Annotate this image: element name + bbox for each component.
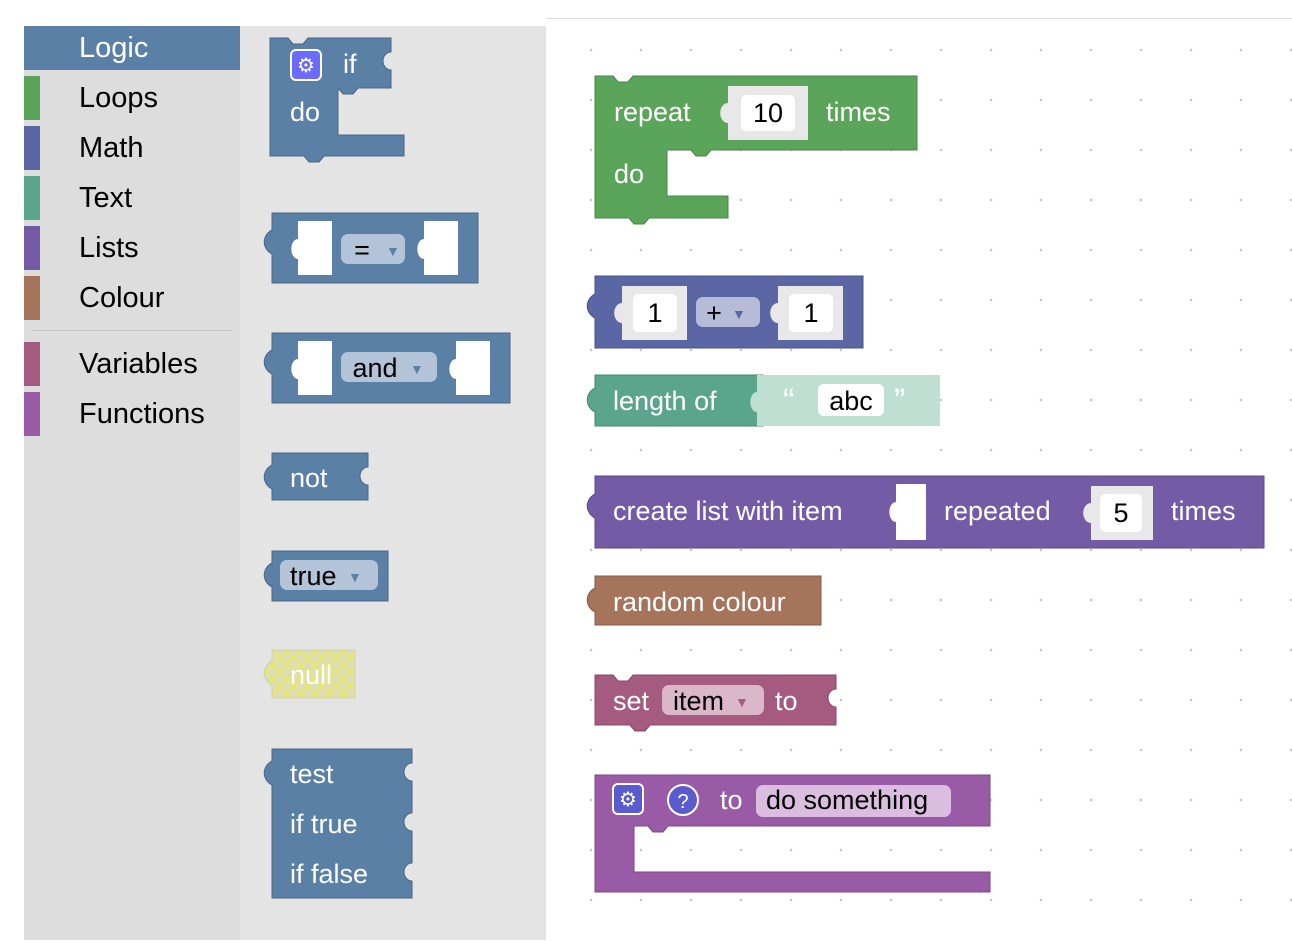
ternary-block[interactable]: test if true if false	[263, 748, 413, 899]
quote-icon: “	[783, 382, 794, 420]
not-label: not	[290, 463, 328, 493]
operator-value: and	[352, 353, 397, 383]
category-label: Math	[79, 132, 144, 164]
length-of-label: length of	[613, 386, 717, 416]
variable-value: item	[673, 686, 724, 716]
if-true-label: if true	[290, 809, 358, 839]
do-label: do	[614, 159, 644, 189]
times-label: times	[826, 97, 891, 127]
category-math[interactable]: Math	[24, 126, 240, 170]
operand-a: 1	[647, 298, 662, 328]
do-label: do	[290, 97, 320, 127]
test-label: test	[290, 759, 334, 789]
item-input-slot[interactable]	[889, 484, 926, 540]
operator-value: =	[354, 235, 370, 265]
boolean-value: true	[290, 561, 337, 591]
variable-set-block[interactable]: set item ▼ to	[594, 674, 837, 732]
random-colour-label: random colour	[613, 587, 786, 617]
repeat-block[interactable]: 10 repeat times do	[594, 75, 918, 225]
operator-dropdown[interactable]	[696, 297, 760, 327]
text-length-block[interactable]: length of “ abc ”	[586, 374, 940, 427]
category-text[interactable]: Text	[24, 176, 240, 220]
count-field[interactable]	[741, 95, 795, 131]
input-slot-right[interactable]	[449, 341, 490, 395]
count-field[interactable]	[1100, 494, 1142, 532]
category-loops[interactable]: Loops	[24, 76, 240, 120]
to-label: to	[775, 686, 798, 716]
create-list-label: create list with item	[613, 496, 843, 526]
category-color-swatch	[24, 76, 40, 120]
count-value: 5	[1113, 498, 1128, 528]
dropdown-arrow-icon: ▼	[348, 569, 362, 585]
variable-dropdown[interactable]	[662, 685, 764, 715]
null-label: null	[290, 660, 332, 690]
category-lists[interactable]: Lists	[24, 226, 240, 270]
dropdown-arrow-icon: ▼	[732, 306, 746, 322]
input-slot-right[interactable]	[417, 221, 458, 275]
category-color-swatch	[24, 126, 40, 170]
dropdown-arrow-icon: ▼	[410, 361, 424, 377]
quote-icon: ”	[894, 382, 905, 420]
if-label: if	[343, 49, 357, 79]
operator-dropdown[interactable]	[341, 234, 405, 264]
arithmetic-block[interactable]: 1 + ▼ 1	[586, 275, 864, 349]
input-slot-left[interactable]	[291, 221, 332, 275]
repeat-label: repeat	[614, 97, 691, 127]
gear-icon: ⚙	[619, 789, 637, 811]
operation-block[interactable]: and ▼	[263, 332, 511, 404]
category-label: Lists	[79, 232, 139, 264]
text-value: abc	[829, 386, 873, 416]
number-field-b[interactable]	[789, 294, 833, 332]
boolean-dropdown[interactable]	[280, 560, 378, 590]
random-colour-block[interactable]: random colour	[586, 575, 822, 626]
procedure-name-field[interactable]	[756, 785, 951, 817]
operand-b: 1	[803, 298, 818, 328]
category-color-swatch	[24, 226, 40, 270]
mutator-gear-icon[interactable]	[290, 49, 322, 81]
operator-value: +	[706, 298, 722, 328]
category-label: Functions	[79, 398, 205, 430]
help-icon: ?	[677, 791, 688, 813]
compare-block[interactable]: = ▼	[263, 212, 479, 284]
text-field[interactable]	[818, 384, 884, 416]
null-block[interactable]: null	[263, 649, 356, 699]
if-block[interactable]: ⚙ if do	[269, 37, 405, 163]
category-color-swatch	[24, 176, 40, 220]
dropdown-arrow-icon: ▼	[735, 694, 749, 710]
toolbox-separator	[32, 330, 232, 331]
dropdown-arrow-icon: ▼	[386, 243, 400, 259]
to-label: to	[720, 785, 743, 815]
category-color-swatch	[24, 392, 40, 436]
category-label: Loops	[79, 82, 159, 114]
category-logic[interactable]: Logic	[24, 26, 240, 70]
gear-icon: ⚙	[297, 55, 315, 77]
input-slot-left[interactable]	[291, 341, 332, 395]
category-color-swatch	[24, 276, 40, 320]
number-field-a[interactable]	[633, 294, 677, 332]
category-functions[interactable]: Functions	[24, 392, 240, 436]
category-variables[interactable]: Variables	[24, 342, 240, 386]
boolean-block[interactable]: true ▼	[263, 550, 389, 602]
set-label: set	[613, 686, 650, 716]
category-label: Logic	[79, 32, 149, 64]
category-label: Text	[79, 182, 133, 214]
negate-block[interactable]: not	[263, 452, 369, 501]
toolbox: Logic Loops Math Text Lists Colour Varia…	[24, 26, 240, 940]
category-label: Variables	[79, 348, 198, 380]
count-value: 10	[753, 98, 783, 128]
repeated-label: repeated	[944, 496, 1051, 526]
help-button[interactable]	[667, 784, 699, 816]
category-label: Colour	[79, 282, 165, 314]
times-label: times	[1171, 496, 1236, 526]
if-false-label: if false	[290, 859, 368, 889]
mutator-gear-icon[interactable]	[612, 783, 644, 815]
category-colour[interactable]: Colour	[24, 276, 240, 320]
operator-dropdown[interactable]	[341, 352, 437, 382]
list-repeat-block[interactable]: 5 create list with item repeated times	[586, 475, 1265, 549]
procedure-def-block[interactable]: ⚙ ? to do something	[594, 774, 991, 893]
procedure-name: do something	[766, 785, 928, 815]
category-color-swatch	[24, 342, 40, 386]
